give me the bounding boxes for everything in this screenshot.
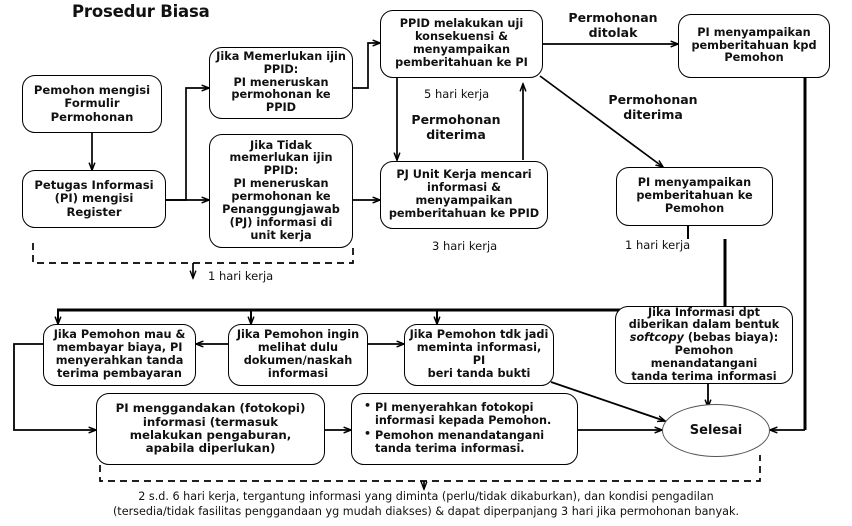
edge-register-to-perluijin (166, 88, 209, 201)
softcopy-italic: softcopy (629, 331, 684, 345)
footnote: 2 s.d. 6 hari kerja, tergantung informas… (0, 489, 852, 519)
node-label: Selesai (689, 423, 743, 438)
node-label: PI menggandakan (fotokopi)informasi (ter… (115, 401, 306, 456)
footnote-line-2: (tersedia/tidak fasilitas penggandaan yg… (112, 505, 740, 519)
edge-perluijin-to-ppid (353, 43, 380, 89)
edge-label-1-hari-kerja-right: 1 hari kerja (625, 238, 691, 252)
node-pi-menggandakan-fotokopi[interactable]: PI menggandakan (fotokopi)informasi (ter… (96, 393, 325, 465)
list-item: PI menyerahkan fotokopi informasi kepada… (364, 400, 573, 427)
edge-label-5-hari-kerja: 5 hari kerja (424, 87, 490, 101)
list-item: Pemohon menandatangani tanda terima info… (364, 428, 573, 455)
page-title: Prosedur Biasa (72, 2, 210, 21)
footnote-line-1: 2 s.d. 6 hari kerja, tergantung informas… (138, 490, 714, 503)
node-serah-terima-informasi[interactable]: PI menyerahkan fotokopi informasi kepada… (351, 393, 578, 465)
edge-label-1-hari-kerja-left: 1 hari kerja (208, 269, 274, 283)
node-selesai[interactable]: Selesai (662, 404, 770, 457)
bullet-list: PI menyerahkan fotokopi informasi kepada… (362, 400, 573, 457)
edge-label-3-hari-kerja: 3 hari kerja (432, 239, 498, 253)
